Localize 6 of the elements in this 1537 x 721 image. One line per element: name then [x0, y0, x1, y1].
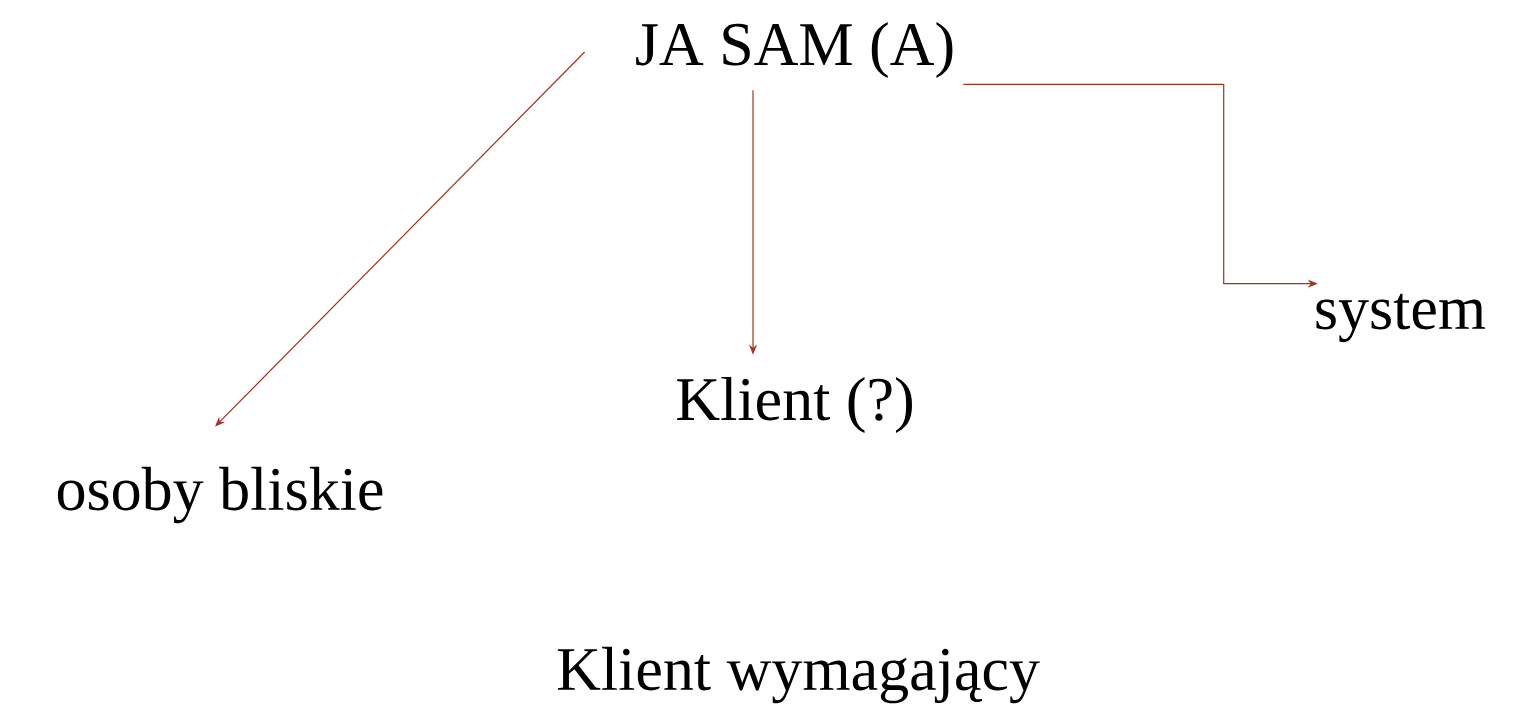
caption-text: Klient wymagający	[557, 646, 1040, 704]
node-text: JA SAM (A)	[636, 21, 953, 79]
node-text: osoby bliskie	[57, 466, 383, 524]
node-text: Klient (?)	[677, 376, 912, 434]
node-text: system	[1316, 293, 1486, 343]
arrow	[215, 51, 586, 427]
